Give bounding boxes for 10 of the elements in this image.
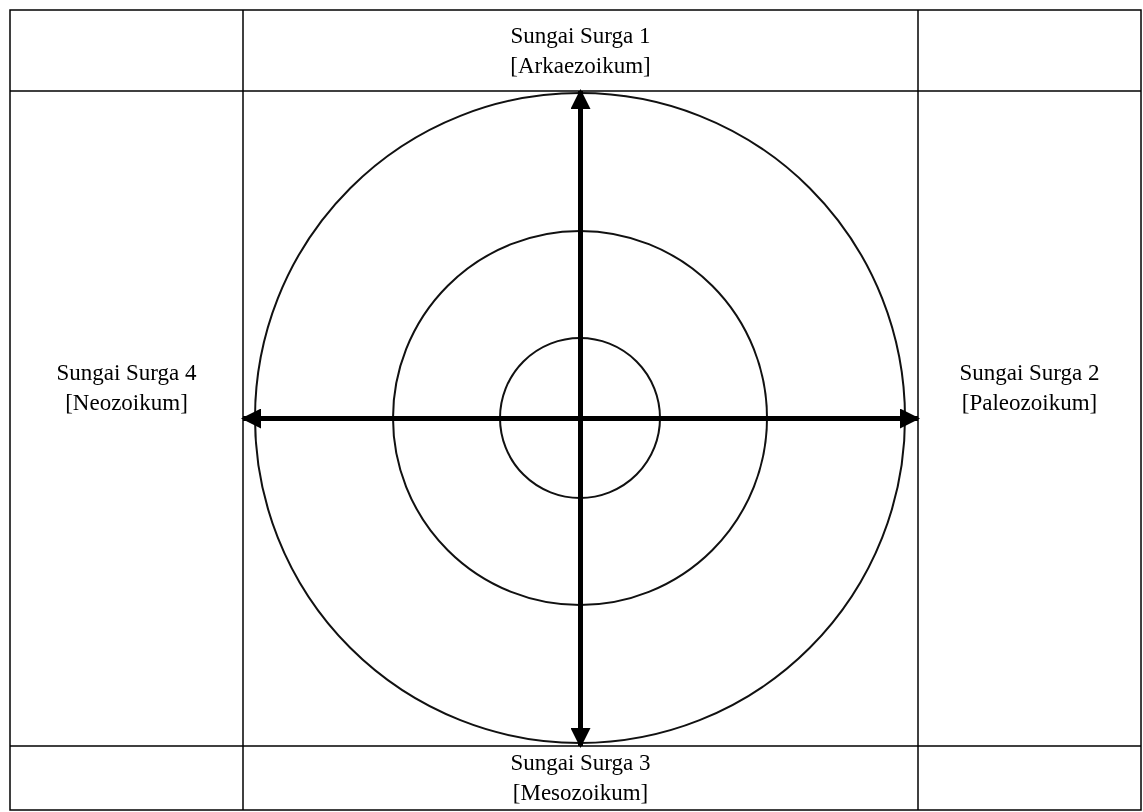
- cell-text: Sungai Surga 3: [510, 749, 651, 778]
- double-arrow: [241, 408, 920, 429]
- cell-text: [Mesozoikum]: [512, 779, 649, 807]
- cell-text: [Paleozoikum]: [961, 388, 1098, 417]
- double-arrow: [570, 89, 591, 748]
- cell-text: [Neozoikum]: [65, 388, 188, 417]
- cell-text: Sungai Surga 1: [510, 21, 651, 50]
- cell-text: [Arkaezoikum]: [510, 51, 651, 80]
- cell-text: Sungai Surga 4: [56, 358, 197, 387]
- cell-text: Sungai Surga 2: [959, 358, 1100, 387]
